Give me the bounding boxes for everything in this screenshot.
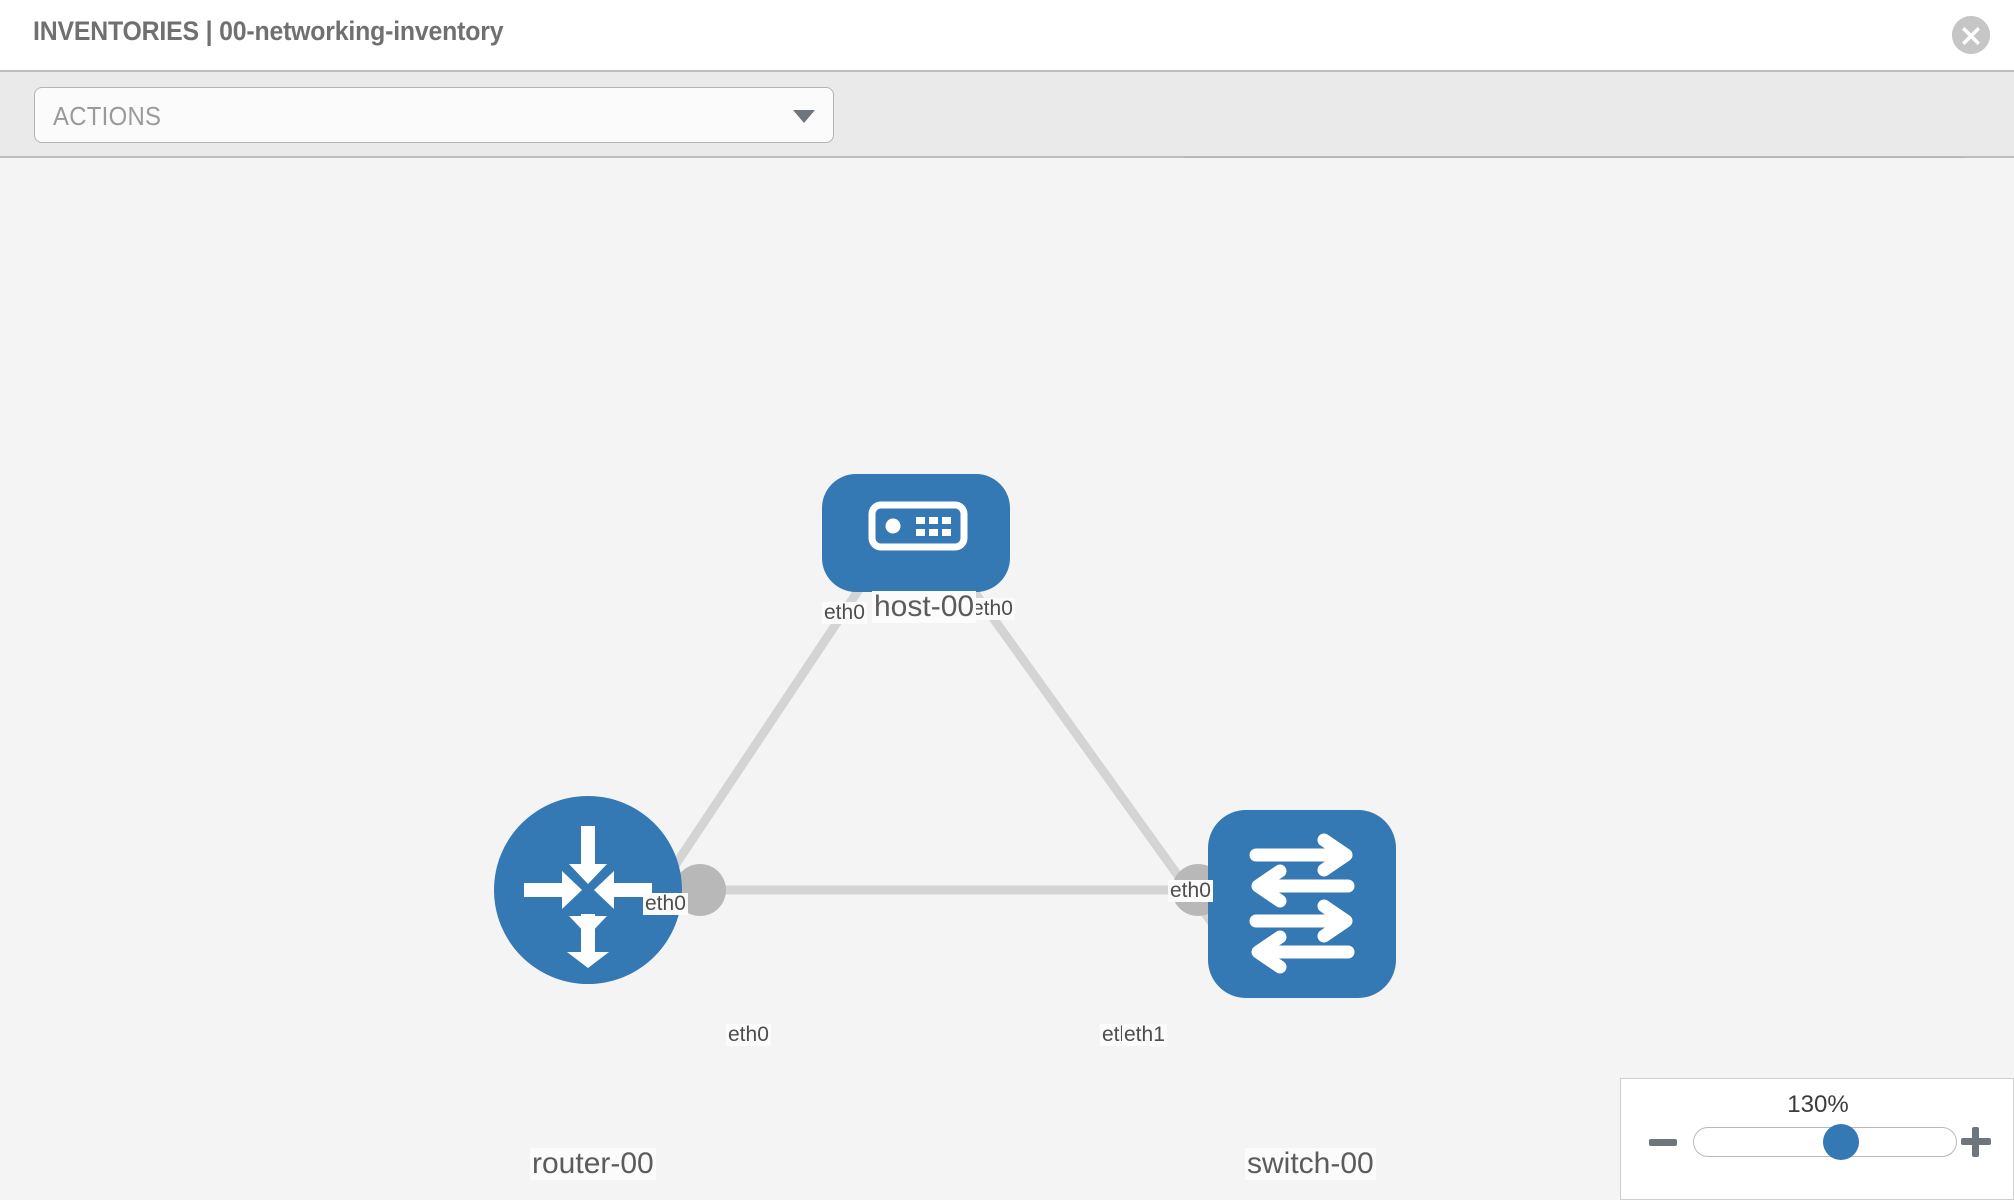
topology-canvas[interactable]: eth0 eth0 eth0 eth0 eth0 eth0 eth1 host-… <box>0 158 2014 1200</box>
zoom-slider-thumb[interactable] <box>1822 1124 1859 1160</box>
node-router-00 <box>494 796 682 984</box>
server-appliance-icon <box>868 501 968 551</box>
iface-label-router-eth0: eth0 <box>726 1023 771 1047</box>
actions-dropdown-label: ACTIONS <box>53 101 162 131</box>
page-title: INVENTORIES | 00-networking-inventory <box>33 16 504 46</box>
iface-label-host-left: eth0 <box>822 601 867 625</box>
page-header: INVENTORIES | 00-networking-inventory <box>0 0 2014 70</box>
iface-label-host-right: eth0 <box>970 597 1015 621</box>
actions-dropdown[interactable]: ACTIONS <box>34 87 834 143</box>
node-label-host-00: host-00 <box>872 590 977 623</box>
zoom-control-panel: 130% <box>1620 1078 2014 1200</box>
iface-label-router-up: eth0 <box>643 892 688 916</box>
close-icon[interactable] <box>1952 16 1990 54</box>
node-label-switch-00: switch-00 <box>1245 1147 1376 1180</box>
iface-label-switch-eth1: eth1 <box>1122 1023 1167 1047</box>
router-arrows-icon <box>524 826 652 968</box>
node-host-00 <box>822 474 1010 592</box>
iface-label-switch-up: eth0 <box>1168 879 1213 903</box>
topology-graph <box>494 474 1396 998</box>
plus-icon[interactable] <box>1961 1127 1991 1157</box>
chevron-down-icon <box>793 110 815 123</box>
switch-arrows-icon <box>1249 833 1355 974</box>
zoom-level-value: 130% <box>1787 1091 1849 1118</box>
minus-icon[interactable] <box>1649 1139 1677 1146</box>
node-switch-00 <box>1208 810 1396 998</box>
node-label-router-00: router-00 <box>530 1147 656 1180</box>
toolbar: ACTIONS SEARCH <box>0 70 2014 213</box>
